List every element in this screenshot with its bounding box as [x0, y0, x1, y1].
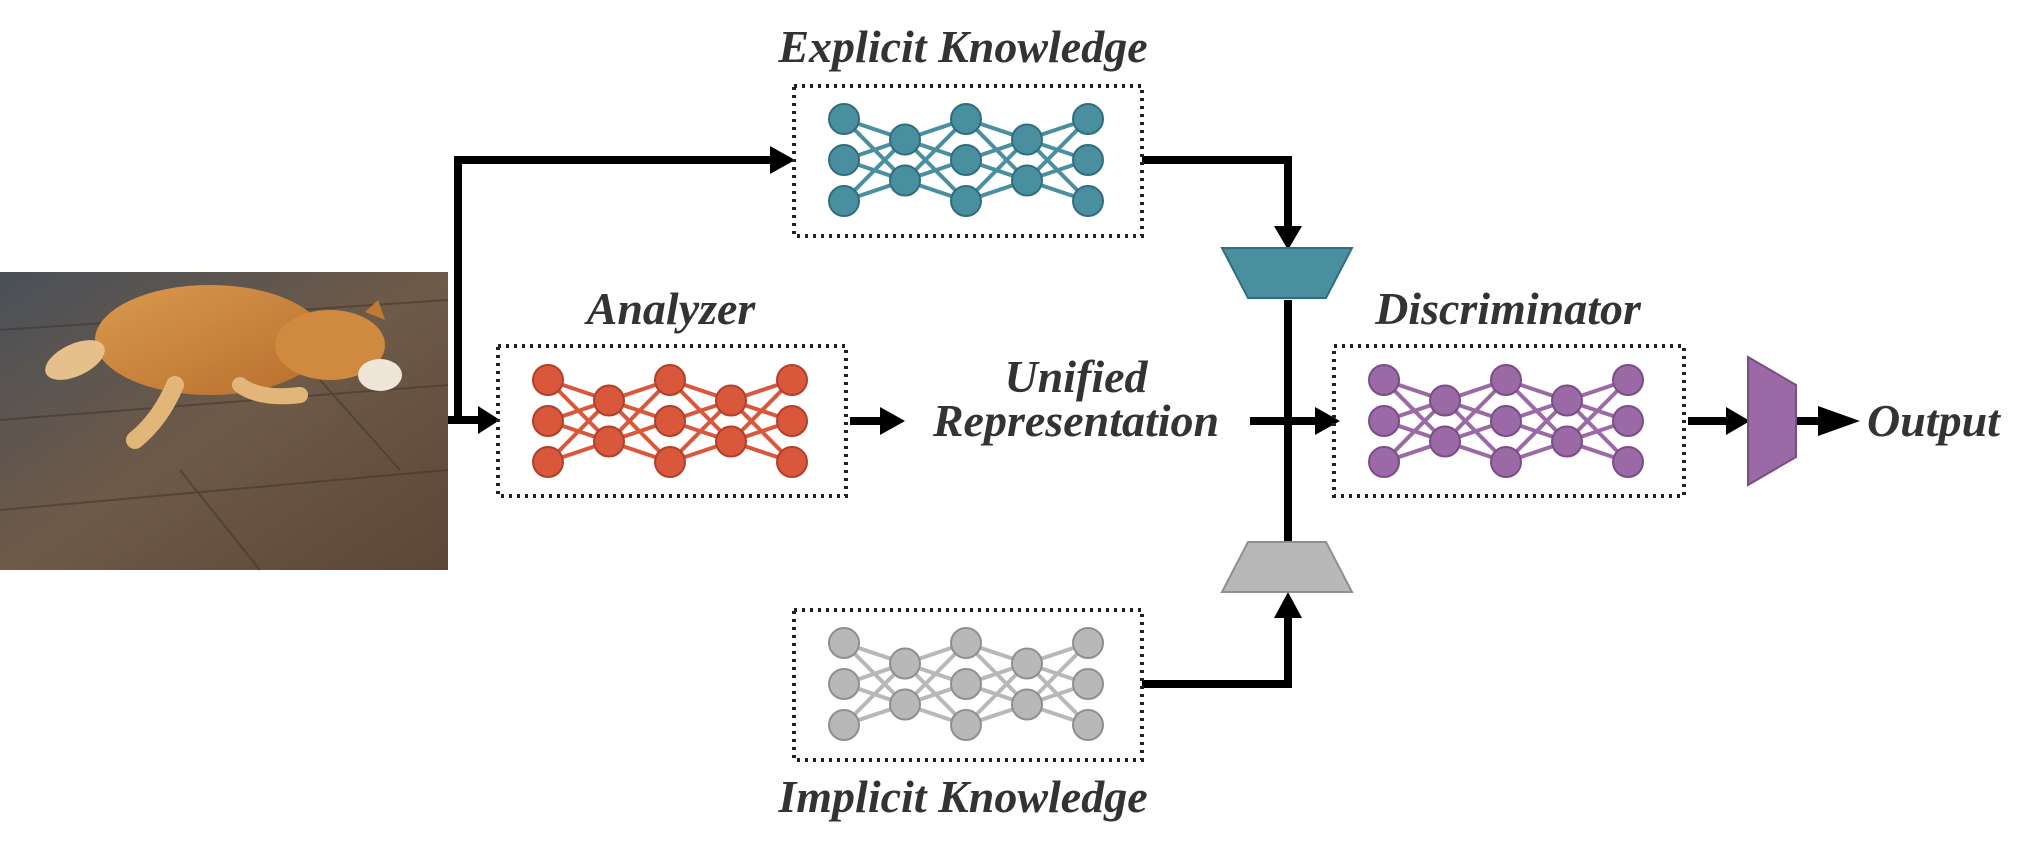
discriminator-node: [1368, 446, 1400, 478]
explicit-trapezoid: [1220, 247, 1354, 299]
implicit-node: [1011, 647, 1043, 680]
implicit-node: [1072, 668, 1104, 700]
analyzer-node: [532, 446, 564, 478]
explicit-node: [950, 103, 982, 135]
implicit-node: [889, 647, 921, 680]
discriminator-node: [1551, 425, 1583, 458]
analyzer-node: [593, 425, 625, 458]
output-head-trapezoid: [1747, 355, 1797, 487]
discriminator-node: [1551, 384, 1583, 417]
explicit-node: [1011, 164, 1043, 197]
analyzer-node: [532, 364, 564, 396]
implicit-node: [950, 709, 982, 741]
implicit-node: [1011, 688, 1043, 721]
discriminator-node: [1368, 364, 1400, 396]
unified-label-line2: Representation: [932, 395, 1219, 446]
analyzer-node: [654, 364, 686, 396]
arrowhead-unified: [880, 407, 905, 435]
discriminator-node: [1368, 405, 1400, 437]
discriminator-node: [1612, 446, 1644, 478]
implicit-node: [828, 627, 860, 659]
arrow-input-to-explicit: [454, 156, 772, 420]
arrowhead-explicit: [770, 146, 795, 174]
explicit-network: [828, 103, 1104, 217]
explicit-node: [828, 185, 860, 217]
explicit-node: [1072, 103, 1104, 135]
connector-arrows: [448, 156, 1820, 688]
explicit-network-box: [792, 84, 1144, 238]
analyzer-node: [715, 425, 747, 458]
arrowheads: [478, 146, 1860, 618]
discriminator-node: [1490, 446, 1522, 478]
explicit-node: [950, 185, 982, 217]
arrowhead-analyzer: [478, 406, 500, 434]
implicit-node: [828, 668, 860, 700]
analyzer-node: [776, 446, 808, 478]
discriminator-label: Discriminator: [1374, 283, 1642, 334]
implicit-node: [1072, 709, 1104, 741]
discriminator-node: [1429, 425, 1461, 458]
output-label: Output: [1867, 395, 2001, 446]
implicit-trapezoid: [1220, 541, 1354, 593]
analyzer-network-box: [496, 344, 848, 498]
analyzer-node: [593, 384, 625, 417]
unified-label-line1: Unified: [1004, 351, 1148, 402]
discriminator-node: [1612, 405, 1644, 437]
explicit-node: [889, 164, 921, 197]
implicit-node: [950, 668, 982, 700]
analyzer-label: Analyzer: [584, 283, 757, 334]
analyzer-node: [532, 405, 564, 437]
implicit-node: [828, 709, 860, 741]
analyzer-node: [654, 405, 686, 437]
explicit-knowledge-label: Explicit Knowledge: [777, 21, 1147, 72]
arrowhead-explicit-decoder: [1274, 226, 1302, 250]
discriminator-node: [1612, 364, 1644, 396]
analyzer-node: [776, 405, 808, 437]
arrow-explicit-to-decoder: [1142, 156, 1292, 228]
implicit-knowledge-label: Implicit Knowledge: [777, 771, 1147, 822]
implicit-node: [950, 627, 982, 659]
implicit-network-box: [792, 608, 1144, 762]
explicit-node: [950, 144, 982, 176]
discriminator-node: [1429, 384, 1461, 417]
implicit-node: [889, 688, 921, 721]
discriminator-network: [1368, 364, 1644, 478]
analyzer-node: [654, 446, 686, 478]
discriminator-node: [1490, 405, 1522, 437]
discriminator-node: [1490, 364, 1522, 396]
explicit-node: [828, 103, 860, 135]
explicit-node: [1011, 123, 1043, 156]
analyzer-node: [715, 384, 747, 417]
implicit-network: [828, 627, 1104, 741]
explicit-node: [1072, 185, 1104, 217]
arrowhead-discriminator: [1315, 407, 1340, 435]
arrowhead-head: [1726, 407, 1750, 435]
arrowhead-implicit-decoder: [1274, 592, 1302, 618]
discriminator-network-box: [1332, 344, 1686, 498]
explicit-node: [889, 123, 921, 156]
explicit-node: [828, 144, 860, 176]
dog-photo: [0, 272, 449, 571]
implicit-node: [1072, 627, 1104, 659]
analyzer-node: [776, 364, 808, 396]
arrow-implicit-to-decoder: [1142, 616, 1292, 688]
arrowhead-output: [1818, 406, 1860, 436]
analyzer-network: [532, 364, 808, 478]
explicit-node: [1072, 144, 1104, 176]
